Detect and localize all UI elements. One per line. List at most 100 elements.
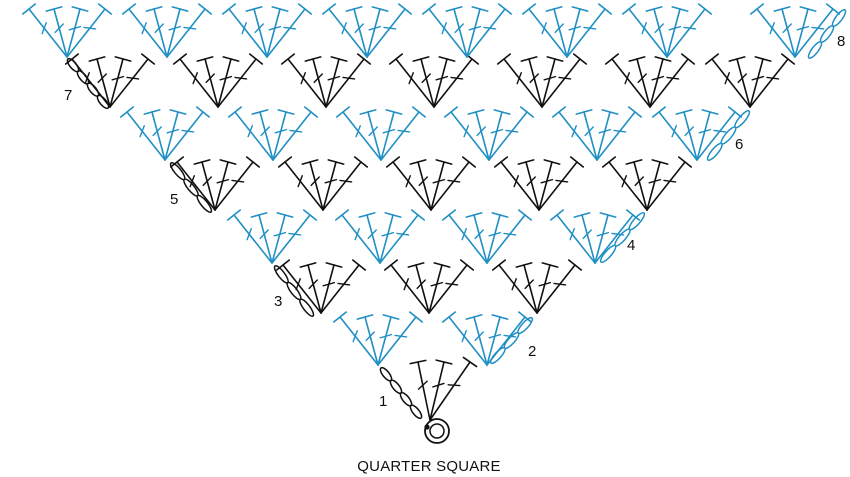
chain-loop-icon [599, 211, 646, 264]
row-label-7: 7 [64, 87, 72, 104]
treble-stitch-icon [604, 53, 651, 108]
chain-loop-icon [706, 109, 751, 162]
treble-stitch-icon [749, 3, 796, 58]
treble-stitch-icon [696, 109, 719, 161]
treble-stitch-icon [164, 109, 187, 161]
treble-stitch-icon [226, 209, 273, 264]
treble-stitch-icon [666, 6, 689, 58]
treble-stitch-icon [121, 3, 168, 58]
treble-stitch-icon [488, 106, 535, 161]
treble-stitch-icon [566, 3, 613, 58]
stitch-layer [21, 3, 847, 444]
treble-stitch-icon [45, 6, 68, 58]
treble-stitch-icon [272, 109, 295, 161]
treble-stitch-icon [377, 311, 424, 366]
treble-stitch-icon [601, 156, 648, 211]
treble-stitch-icon [433, 56, 456, 108]
chain-loop-icon [66, 57, 110, 110]
treble-stitch-icon [421, 3, 468, 58]
treble-stitch-icon [628, 56, 651, 108]
treble-stitch-icon [266, 3, 313, 58]
treble-stitch-icon [704, 53, 751, 108]
chain-loop-icon [273, 265, 315, 317]
treble-stitch-icon [773, 6, 796, 58]
treble-stitch-icon [465, 314, 488, 366]
treble-stitch-icon [321, 3, 368, 58]
row-label-5: 5 [170, 191, 178, 208]
treble-stitch-icon [625, 159, 648, 211]
treble-stitch-icon [443, 106, 490, 161]
treble-stitch-icon [696, 106, 743, 161]
treble-stitch-icon [666, 3, 713, 58]
treble-stitch-icon [466, 6, 489, 58]
treble-stitch-icon [166, 3, 213, 58]
treble-stitch-icon [551, 106, 598, 161]
treble-stitch-icon [164, 106, 211, 161]
treble-stitch-icon [214, 159, 237, 211]
treble-stitch-icon [649, 56, 672, 108]
treble-stitch-icon [358, 212, 381, 264]
treble-stitch-icon [467, 109, 490, 161]
treble-stitch-icon [227, 106, 274, 161]
row-label-2: 2 [528, 343, 536, 360]
treble-stitch-icon [596, 106, 643, 161]
treble-stitch-icon [515, 262, 538, 314]
treble-stitch-icon [521, 3, 568, 58]
treble-stitch-icon [441, 209, 488, 264]
treble-stitch-icon [271, 209, 318, 264]
treble-stitch-icon [379, 212, 402, 264]
row-label-layer: 1 2 3 4 5 6 7 8 [64, 33, 845, 410]
magic-ring-icon [424, 418, 450, 444]
treble-stitch-icon [575, 109, 598, 161]
treble-stitch-icon [493, 156, 540, 211]
treble-stitch-icon [217, 53, 264, 108]
treble-stitch-icon [749, 53, 796, 108]
treble-stitch-icon [538, 156, 585, 211]
treble-stitch-icon [536, 259, 583, 314]
treble-stitch-icon [428, 262, 451, 314]
treble-stitch-icon [645, 6, 668, 58]
chain-loop-icon [489, 316, 534, 365]
treble-stitch-icon [409, 159, 432, 211]
row-label-1: 1 [379, 393, 387, 410]
treble-stitch-icon [166, 6, 189, 58]
chart-caption: QUARTER SQUARE [357, 458, 500, 475]
treble-stitch-icon [430, 159, 453, 211]
treble-stitch-icon [488, 109, 511, 161]
treble-stitch-icon [325, 56, 348, 108]
treble-stitch-icon [383, 259, 430, 314]
treble-stitch-icon [486, 209, 533, 264]
treble-stitch-icon [271, 212, 294, 264]
row-label-3: 3 [274, 293, 282, 310]
treble-stitch-icon [322, 159, 345, 211]
treble-stitch-icon [320, 262, 343, 314]
treble-stitch-icon [430, 156, 477, 211]
treble-stitch-icon [266, 6, 289, 58]
treble-stitch-icon [541, 53, 588, 108]
treble-stitch-icon [541, 56, 564, 108]
treble-stitch-icon [794, 6, 817, 58]
treble-stitch-icon [217, 56, 240, 108]
treble-stitch-icon [172, 53, 219, 108]
treble-stitch-icon [380, 106, 427, 161]
treble-stitch-icon [385, 156, 432, 211]
treble-stitch-icon [545, 6, 568, 58]
treble-stitch-icon [749, 56, 772, 108]
treble-stitch-icon [491, 259, 538, 314]
treble-stitch-icon [280, 53, 327, 108]
treble-stitch-icon [335, 106, 382, 161]
treble-stitch-icon [409, 359, 431, 421]
treble-stitch-icon [366, 3, 413, 58]
treble-stitch-icon [245, 6, 268, 58]
treble-stitch-icon [465, 212, 488, 264]
treble-stitch-icon [649, 53, 696, 108]
chain-loop-icon [169, 162, 213, 213]
treble-stitch-icon [379, 209, 426, 264]
treble-stitch-icon [196, 56, 219, 108]
treble-stitch-icon [566, 6, 589, 58]
treble-stitch-icon [275, 259, 322, 314]
treble-stitch-icon [646, 156, 693, 211]
treble-stitch-icon [445, 6, 468, 58]
treble-stitch-icon [304, 56, 327, 108]
